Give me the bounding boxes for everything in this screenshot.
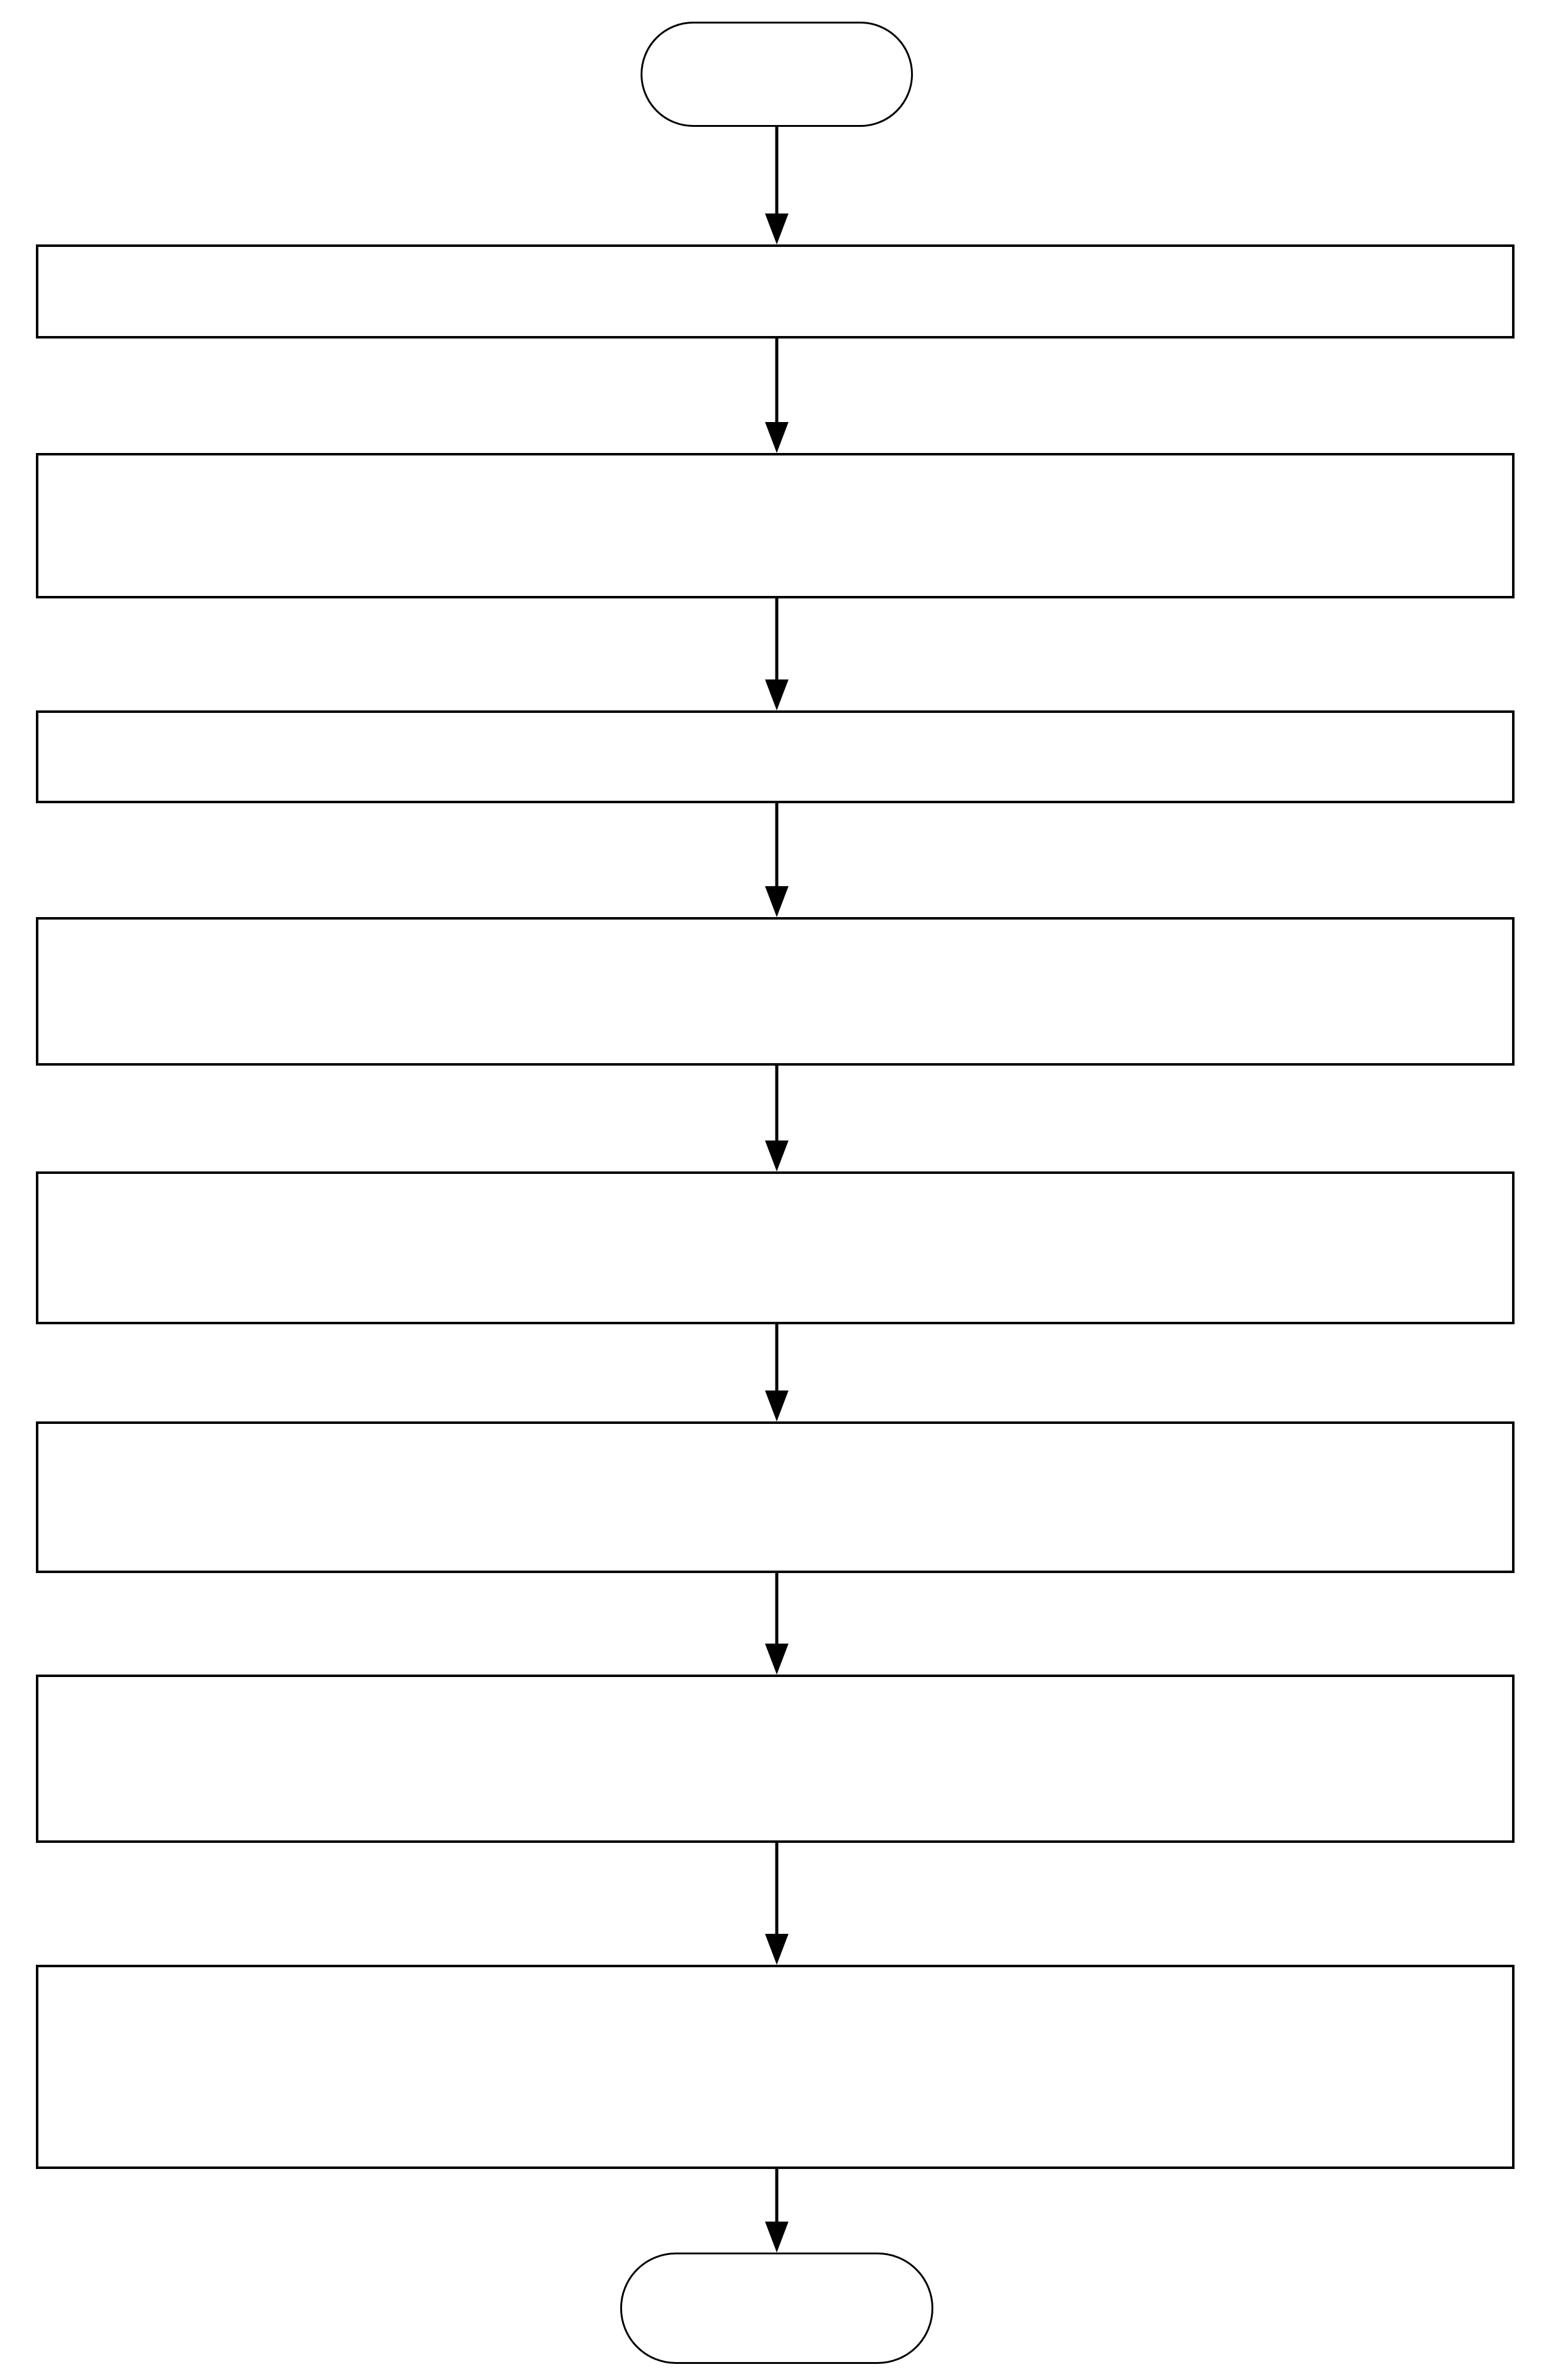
arrow-step-2-to-step-3 <box>764 598 789 710</box>
node-start-terminator[interactable] <box>641 22 913 127</box>
arrow-stem <box>775 1324 779 1390</box>
arrow-head-icon <box>765 679 789 710</box>
node-step-8-process[interactable] <box>36 1965 1515 2169</box>
node-end-terminator[interactable] <box>620 2253 933 2364</box>
arrow-stem <box>775 338 779 422</box>
arrow-step-8-to-end <box>764 2169 789 2253</box>
arrow-stem <box>775 1843 779 1934</box>
node-step-3-process[interactable] <box>36 710 1515 803</box>
arrow-step-4-to-step-5 <box>764 1066 789 1171</box>
arrow-head-icon <box>765 1934 789 1965</box>
node-step-5-process[interactable] <box>36 1171 1515 1324</box>
arrow-start-to-step-1 <box>764 127 789 244</box>
arrow-step-7-to-step-8 <box>764 1843 789 1965</box>
arrow-head-icon <box>765 1644 789 1675</box>
arrow-head-icon <box>765 213 789 244</box>
arrow-step-5-to-step-6 <box>764 1324 789 1421</box>
arrow-stem <box>775 2169 779 2222</box>
arrow-head-icon <box>765 1390 789 1421</box>
arrow-stem <box>775 127 779 213</box>
node-step-4-process[interactable] <box>36 917 1515 1066</box>
node-step-7-process[interactable] <box>36 1675 1515 1843</box>
arrow-head-icon <box>765 422 789 453</box>
arrow-step-1-to-step-2 <box>764 338 789 453</box>
arrow-head-icon <box>765 886 789 917</box>
arrow-step-3-to-step-4 <box>764 803 789 917</box>
arrow-head-icon <box>765 2222 789 2253</box>
arrow-stem <box>775 1066 779 1140</box>
arrow-stem <box>775 598 779 679</box>
arrow-stem <box>775 803 779 886</box>
node-step-1-process[interactable] <box>36 244 1515 338</box>
arrow-step-6-to-step-7 <box>764 1573 789 1675</box>
arrow-stem <box>775 1573 779 1644</box>
node-step-6-process[interactable] <box>36 1421 1515 1573</box>
node-step-2-process[interactable] <box>36 453 1515 598</box>
arrow-head-icon <box>765 1140 789 1171</box>
